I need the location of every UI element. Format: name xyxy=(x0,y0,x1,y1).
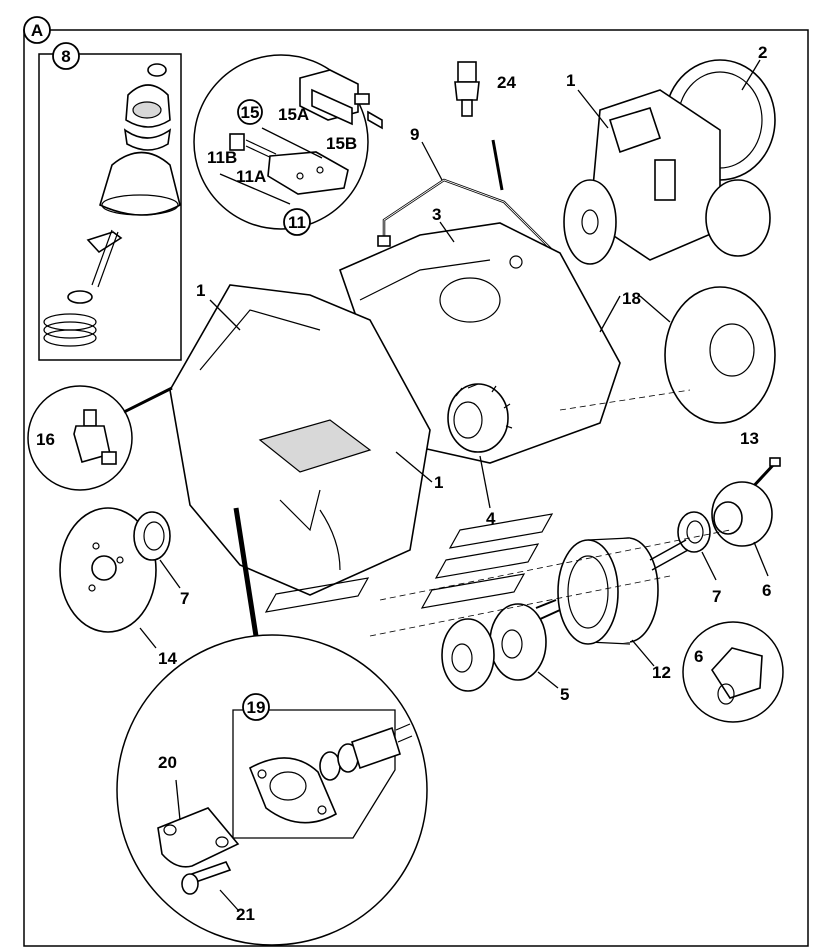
callout-15: 15 xyxy=(241,103,260,122)
inset-flange-detail: 6 xyxy=(682,621,784,723)
complete-transmission-view: 1 2 xyxy=(563,43,776,265)
view-letter-badge: A xyxy=(23,16,51,44)
right-oil-seal: 7 xyxy=(677,511,721,606)
callout-7-left: 7 xyxy=(180,589,189,608)
pressure-switch: 24 xyxy=(454,61,516,191)
assembly-guides xyxy=(264,389,731,637)
callout-6-right: 6 xyxy=(762,581,771,600)
rear-cover: 18 xyxy=(599,286,776,424)
diagram-frame xyxy=(23,29,809,947)
inset-cover-plate: 20 21 19 xyxy=(116,507,428,946)
callout-7-right: 7 xyxy=(712,587,721,606)
callout-6-inset: 6 xyxy=(694,647,703,666)
clutch-drum: 12 xyxy=(535,537,689,682)
callout-15b: 15B xyxy=(326,134,357,153)
callout-1-casing: 1 xyxy=(196,281,205,300)
callout-13: 13 xyxy=(740,429,759,448)
double-gear-set: 5 xyxy=(441,603,569,704)
callout-8: 8 xyxy=(61,47,70,66)
callout-11a: 11A xyxy=(236,167,266,186)
callout-14: 14 xyxy=(158,649,177,668)
output-flange: 6 xyxy=(711,481,773,600)
callout-5: 5 xyxy=(560,685,569,704)
callout-9: 9 xyxy=(410,125,419,144)
callout-12: 12 xyxy=(652,663,671,682)
callout-1-top: 1 xyxy=(566,71,575,90)
inset-gear-lever: 8 xyxy=(38,42,182,361)
inset-speed-sensor: 16 xyxy=(27,385,173,491)
callout-2: 2 xyxy=(758,43,767,62)
callout-20: 20 xyxy=(158,753,177,772)
callout-24: 24 xyxy=(497,73,516,92)
callout-19: 19 xyxy=(247,698,266,717)
callout-21: 21 xyxy=(236,905,255,924)
left-flange-disc: 14 xyxy=(59,507,177,668)
callout-11: 11 xyxy=(288,213,306,232)
bolt-13: 13 xyxy=(740,429,781,492)
svg-text:A: A xyxy=(31,21,43,40)
callout-18: 18 xyxy=(622,289,641,308)
drive-gear: 4 xyxy=(447,383,513,528)
left-oil-seal: 7 xyxy=(133,511,189,608)
inset-solenoid-valve: 15A 15B 11B 11A 15 11 xyxy=(193,54,383,236)
callout-11b: 11B xyxy=(207,148,237,167)
callout-3: 3 xyxy=(432,205,441,224)
callout-15a: 15A xyxy=(278,105,309,124)
callout-16: 16 xyxy=(36,430,55,449)
callout-4: 4 xyxy=(486,509,496,528)
main-gearbox-casing: 3 1 1 xyxy=(169,205,621,596)
callout-1-harness: 1 xyxy=(434,473,443,492)
